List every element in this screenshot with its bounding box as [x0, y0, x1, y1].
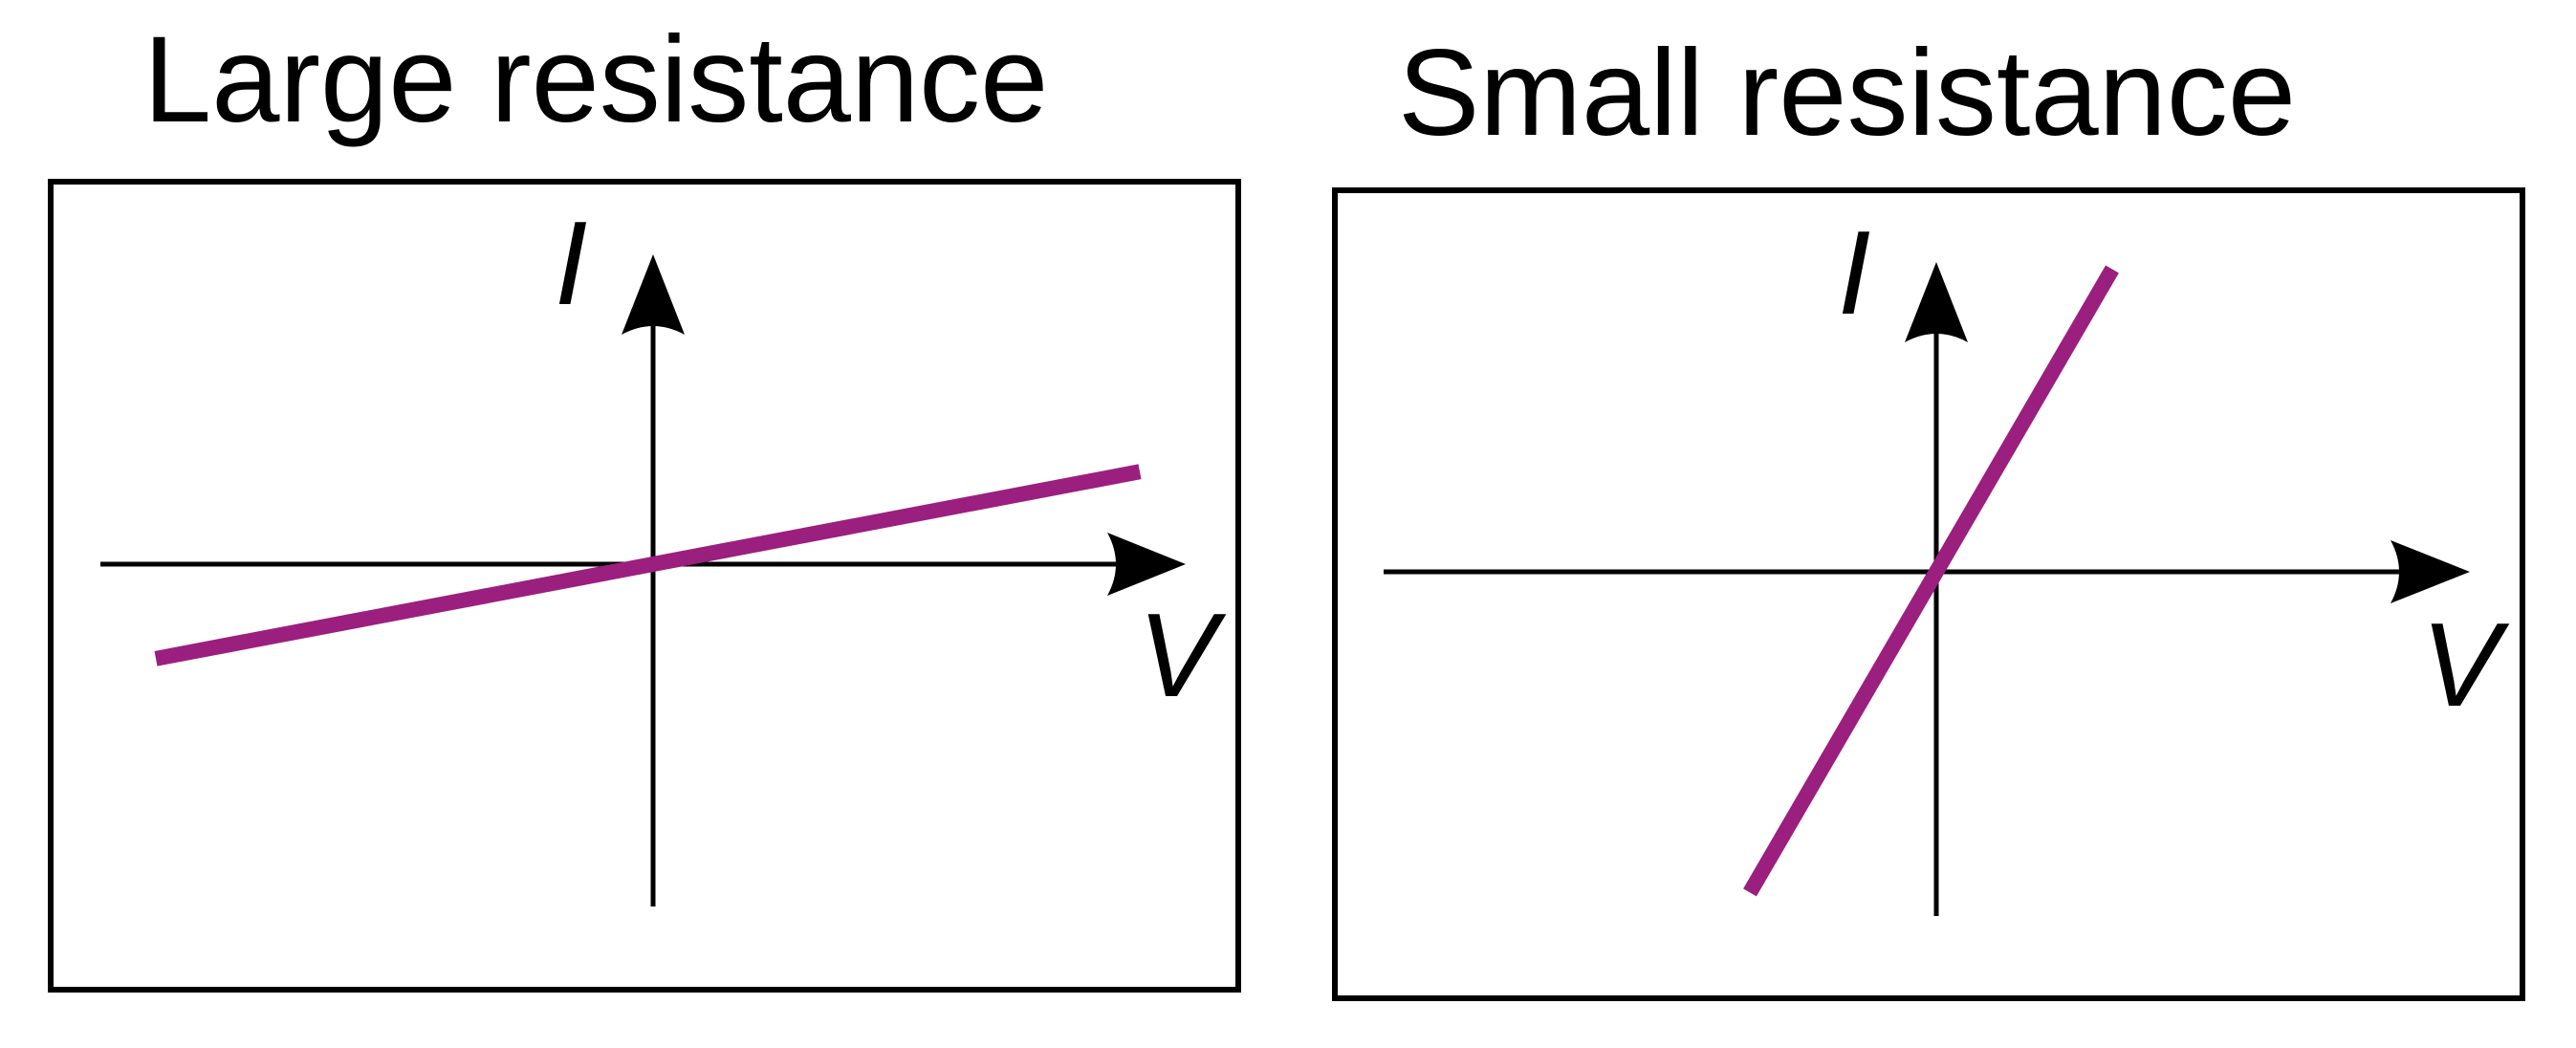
y-axis-arrowhead [622, 254, 685, 335]
panel-large-resistance: V I [48, 179, 1241, 993]
panel-small-resistance: V I [1332, 187, 2525, 1001]
y-axis-label: I [555, 198, 587, 330]
iv-line-large-resistance [154, 464, 1142, 666]
x-axis-label: V [2421, 600, 2510, 731]
iv-line-small-resistance [1743, 265, 2119, 897]
y-axis-label: I [1838, 207, 1870, 339]
y-axis-arrowhead [1905, 262, 1968, 342]
x-axis-label: V [1138, 590, 1227, 722]
panel-title-large-resistance: Large resistance [143, 11, 1049, 148]
panel-frame [1332, 187, 2525, 1001]
x-axis-arrowhead [1107, 533, 1186, 596]
x-axis-arrowhead [2390, 540, 2470, 603]
panel-title-small-resistance: Small resistance [1398, 25, 2296, 162]
panel-frame [48, 179, 1241, 993]
